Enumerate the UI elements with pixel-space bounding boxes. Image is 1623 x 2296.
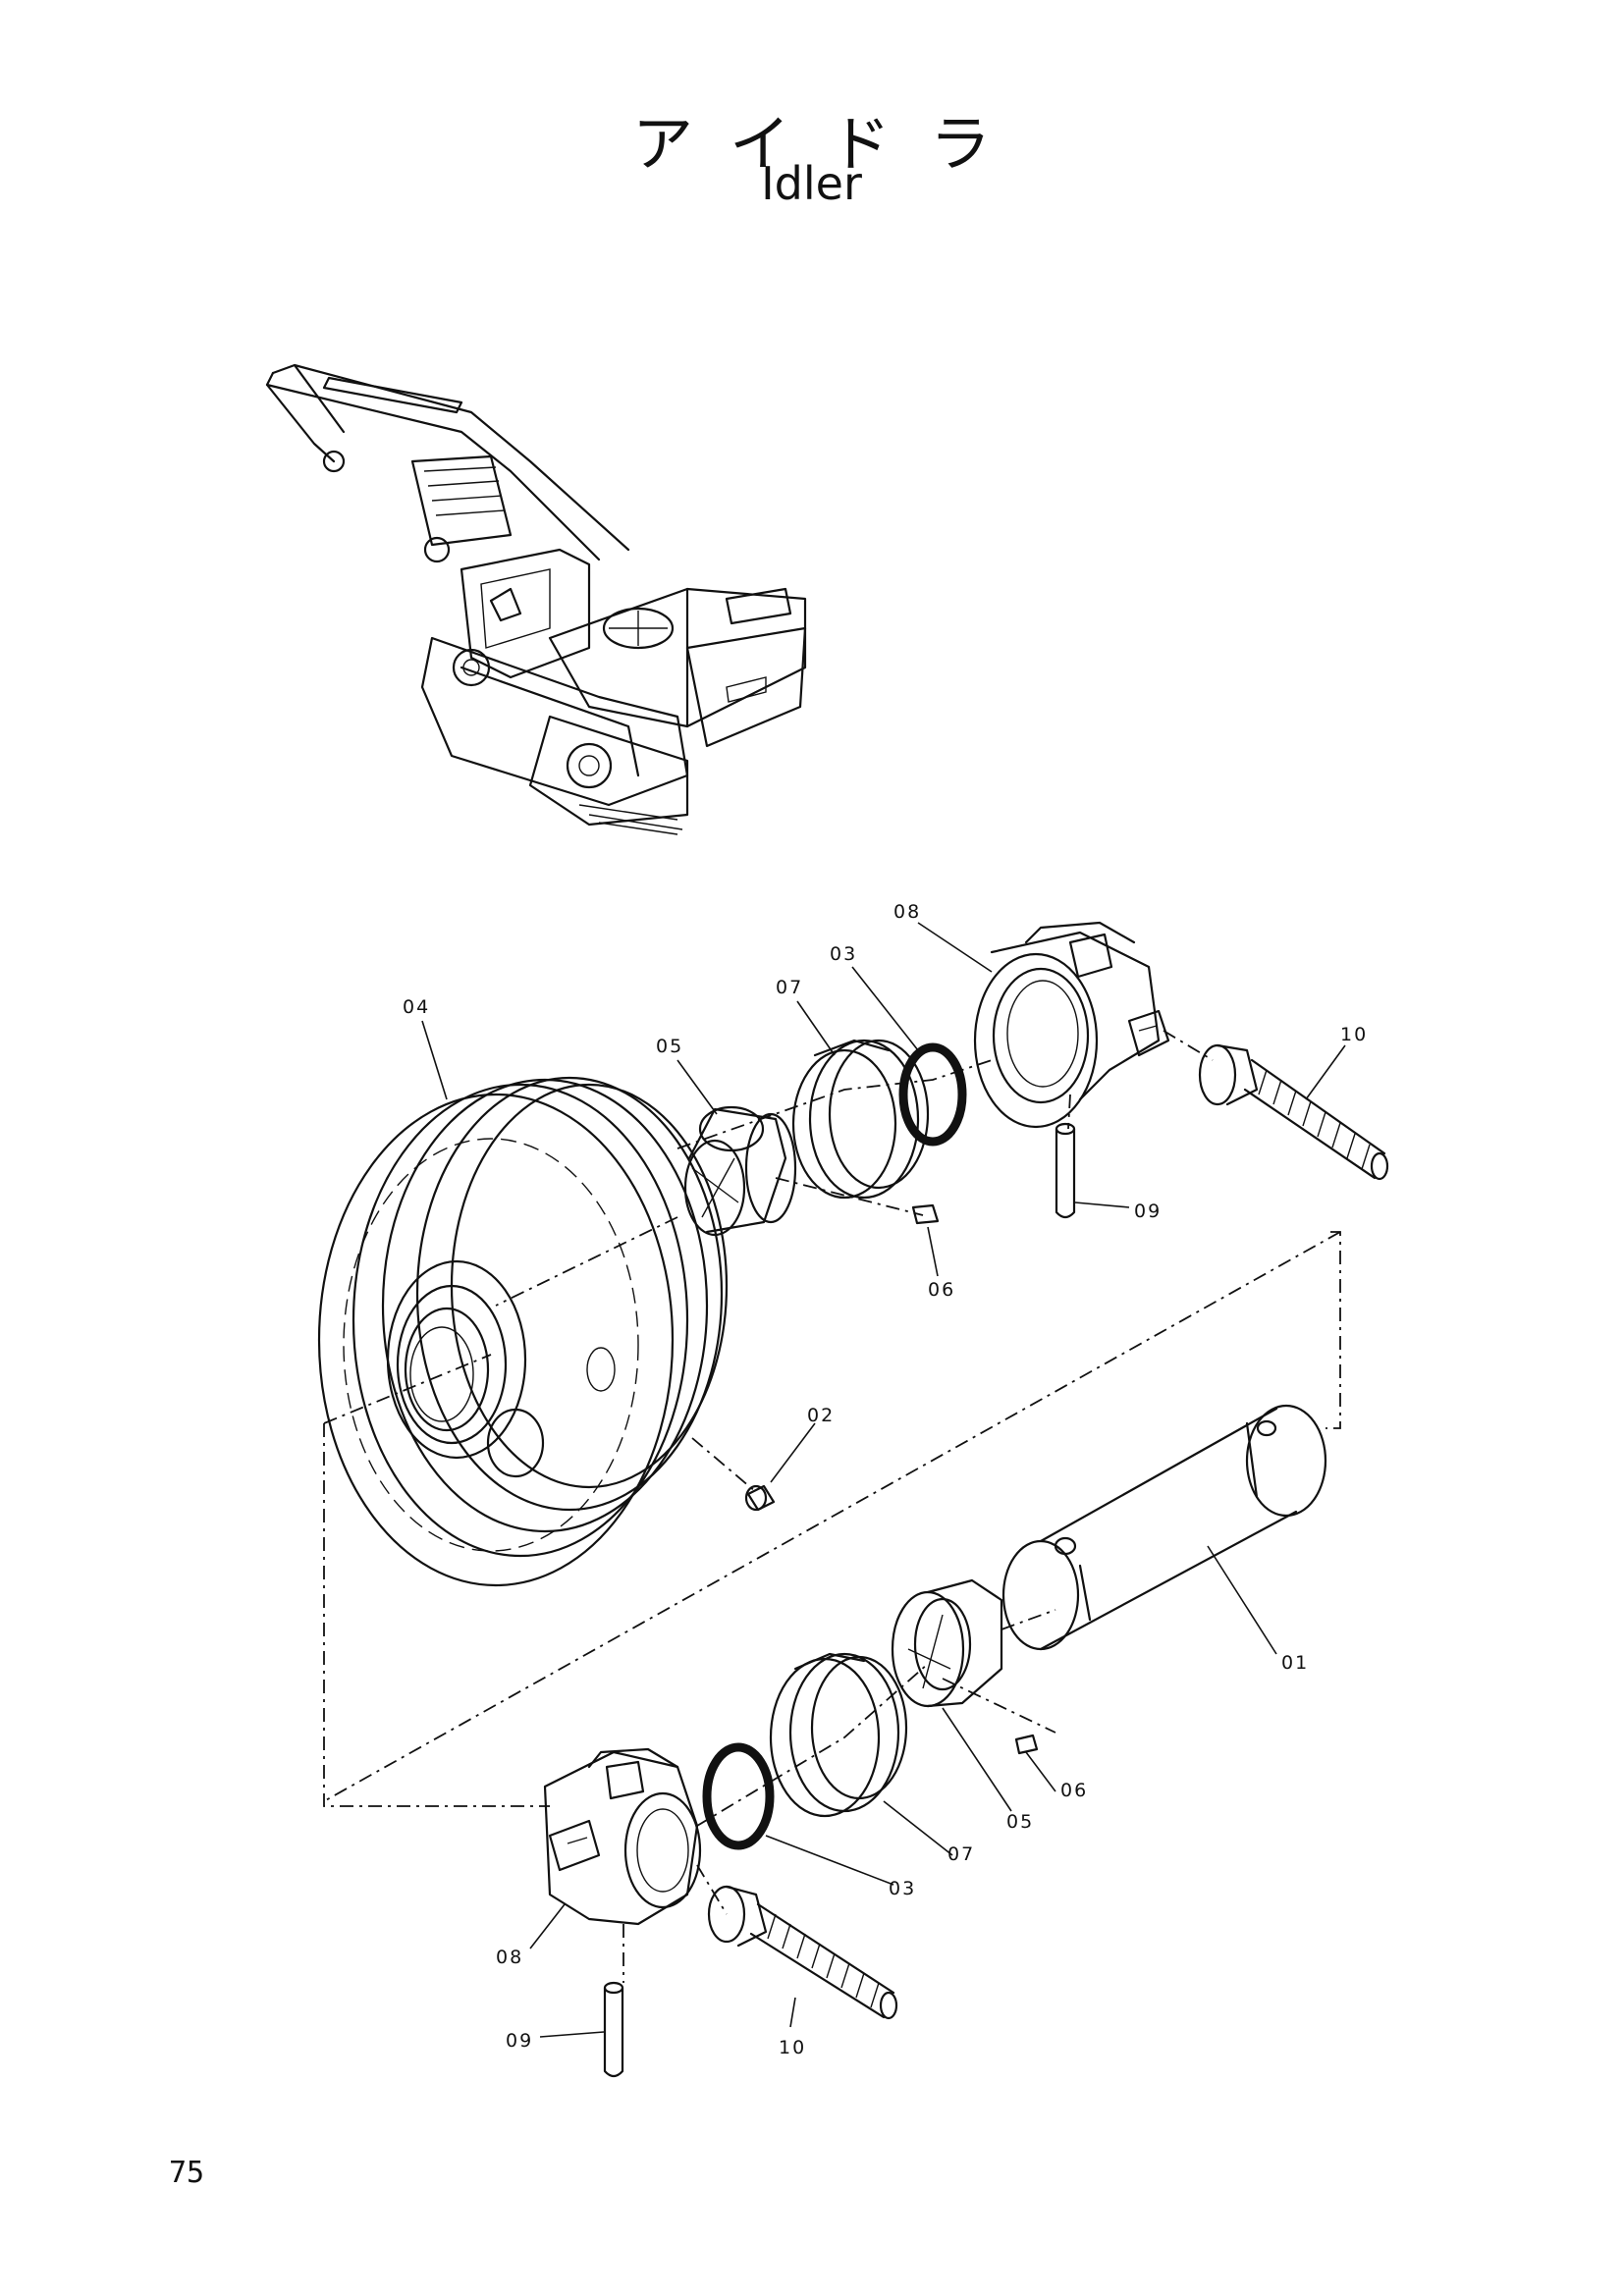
label-part-05-upper: 05 xyxy=(656,1036,683,1057)
pin-09-upper xyxy=(1055,1122,1076,1219)
page-title-english: Idler xyxy=(761,157,862,210)
label-part-06-upper: 06 xyxy=(928,1279,955,1301)
floating-seal-07-lower xyxy=(769,1652,908,1818)
set-screw-06-upper xyxy=(911,1203,940,1225)
label-part-09-upper: 09 xyxy=(1134,1201,1162,1222)
label-part-08-lower: 08 xyxy=(496,1947,523,1968)
label-part-05-lower: 05 xyxy=(1006,1811,1034,1833)
shaft-01 xyxy=(1001,1404,1327,1651)
bushing-05-upper xyxy=(683,1105,797,1237)
o-ring-03-lower xyxy=(702,1742,775,1850)
label-part-03-upper: 03 xyxy=(830,943,857,965)
label-part-03-lower: 03 xyxy=(889,1878,916,1899)
set-screw-06-lower xyxy=(1014,1734,1039,1755)
assembly-center-lines xyxy=(323,1030,1341,1983)
label-part-07-upper: 07 xyxy=(776,977,803,998)
bushing-05-lower xyxy=(891,1578,1003,1708)
bolt-10-upper xyxy=(1198,1043,1389,1181)
leader-lines xyxy=(421,922,1346,2038)
label-part-01: 01 xyxy=(1281,1652,1309,1674)
label-part-04: 04 xyxy=(403,996,430,1018)
label-part-07-lower: 07 xyxy=(947,1843,975,1865)
label-part-06-lower: 06 xyxy=(1060,1780,1088,1801)
page-title-japanese: アイドラ xyxy=(632,108,1030,180)
bolt-10-lower xyxy=(707,1885,898,2020)
support-08-upper xyxy=(973,921,1170,1129)
idler-wheel-04 xyxy=(317,1076,729,1587)
floating-seal-07-upper xyxy=(791,1039,930,1200)
part-labels: 04 05 07 03 08 10 09 06 02 01 06 05 07 0… xyxy=(403,901,1368,2058)
label-part-02: 02 xyxy=(807,1405,835,1426)
o-ring-03-upper xyxy=(898,1042,967,1147)
label-part-10-lower: 10 xyxy=(779,2037,806,2058)
pin-09-lower xyxy=(603,1981,624,2078)
label-part-10-upper: 10 xyxy=(1340,1024,1368,1045)
page-number: 75 xyxy=(169,2156,205,2190)
label-part-08-upper: 08 xyxy=(893,901,921,923)
excavator-illustration xyxy=(265,363,807,835)
label-part-09-lower: 09 xyxy=(506,2030,533,2052)
plug-02 xyxy=(744,1484,776,1512)
support-08-lower xyxy=(543,1747,702,1926)
